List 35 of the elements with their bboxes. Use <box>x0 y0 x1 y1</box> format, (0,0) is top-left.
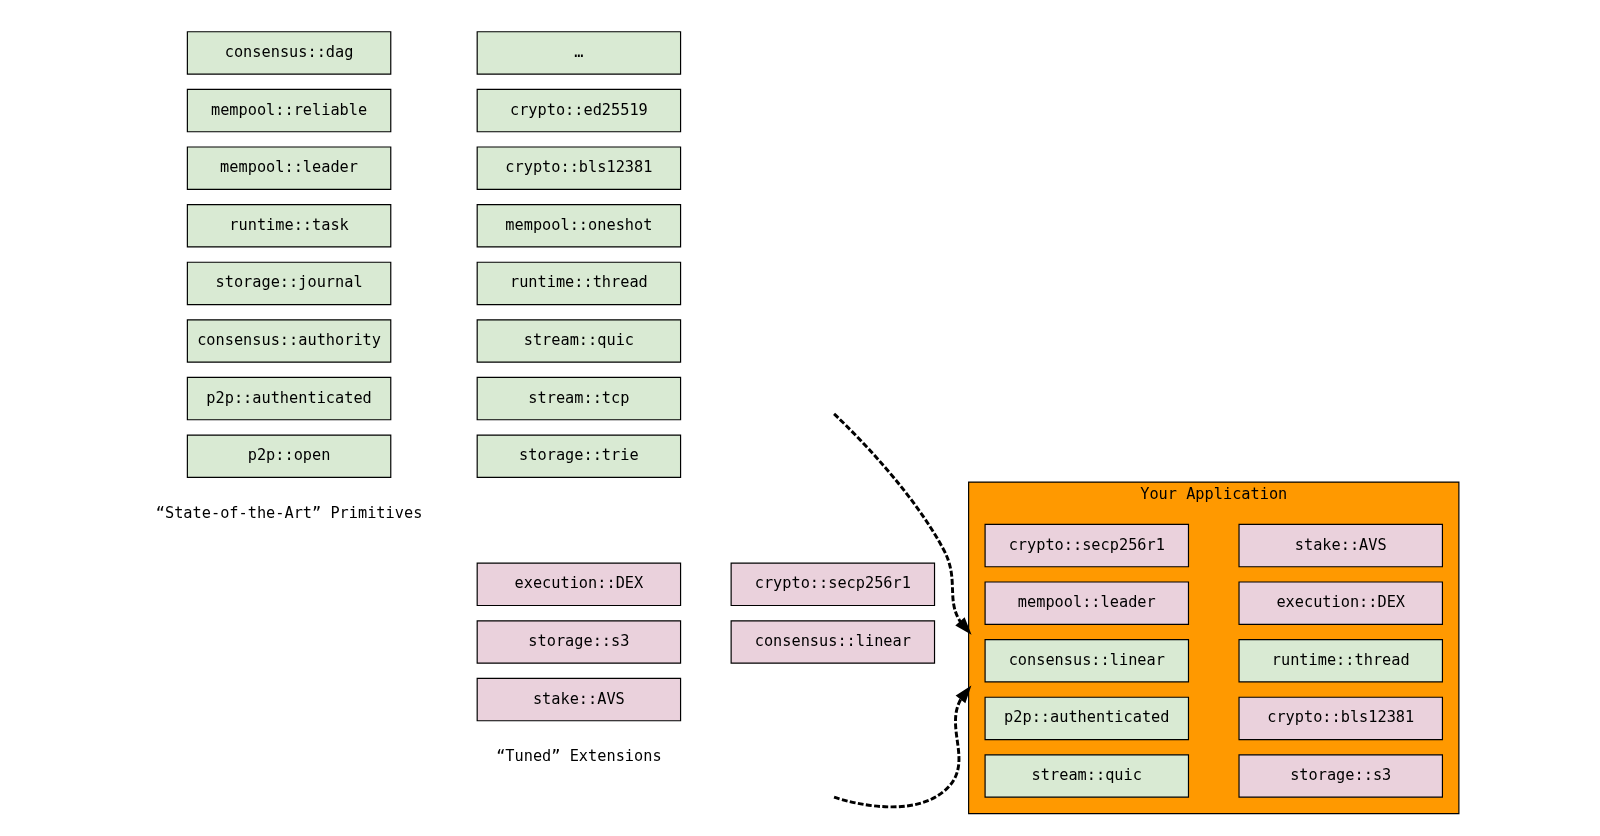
node-box: consensus::linear <box>730 620 935 664</box>
node-box: execution::DEX <box>1237 581 1443 625</box>
node-box: crypto::bls12381 <box>1237 696 1443 741</box>
node-box: p2p::open <box>186 434 391 478</box>
node-box: crypto::bls12381 <box>476 146 681 190</box>
node-box: consensus::authority <box>186 319 391 363</box>
node-box: execution::DEX <box>476 562 681 607</box>
arrow <box>833 685 971 809</box>
node-box: stream::quic <box>476 319 681 363</box>
node-box: stream::tcp <box>476 376 681 421</box>
node-box: stream::quic <box>984 754 1189 798</box>
label: “State-of-the-Art” Primitives <box>155 503 422 522</box>
node-box: p2p::authenticated <box>186 376 391 421</box>
node-box: crypto::secp256r1 <box>984 523 1189 568</box>
node-box: consensus::dag <box>186 31 391 75</box>
node-box: consensus::linear <box>984 639 1189 683</box>
node-box: storage::journal <box>186 261 391 306</box>
node-box: crypto::secp256r1 <box>730 562 935 607</box>
node-box: mempool::leader <box>984 581 1189 625</box>
arrow <box>832 412 972 635</box>
node-box: crypto::ed25519 <box>476 88 681 133</box>
node-box: runtime::thread <box>476 261 681 306</box>
node-box: storage::s3 <box>1237 754 1443 798</box>
node-box: mempool::reliable <box>186 88 391 133</box>
node-box: p2p::authenticated <box>984 696 1189 741</box>
node-box: storage::s3 <box>476 620 681 664</box>
node-box: mempool::oneshot <box>476 204 681 248</box>
node-box: stake::AVS <box>1237 523 1443 568</box>
node-box: stake::AVS <box>476 677 681 722</box>
label: “Tuned” Extensions <box>495 747 662 766</box>
node-box: mempool::leader <box>186 146 391 190</box>
node-box: storage::trie <box>476 434 681 478</box>
node-box: runtime::task <box>186 204 391 248</box>
node-box: runtime::thread <box>1237 639 1443 683</box>
node-box: … <box>476 31 681 75</box>
